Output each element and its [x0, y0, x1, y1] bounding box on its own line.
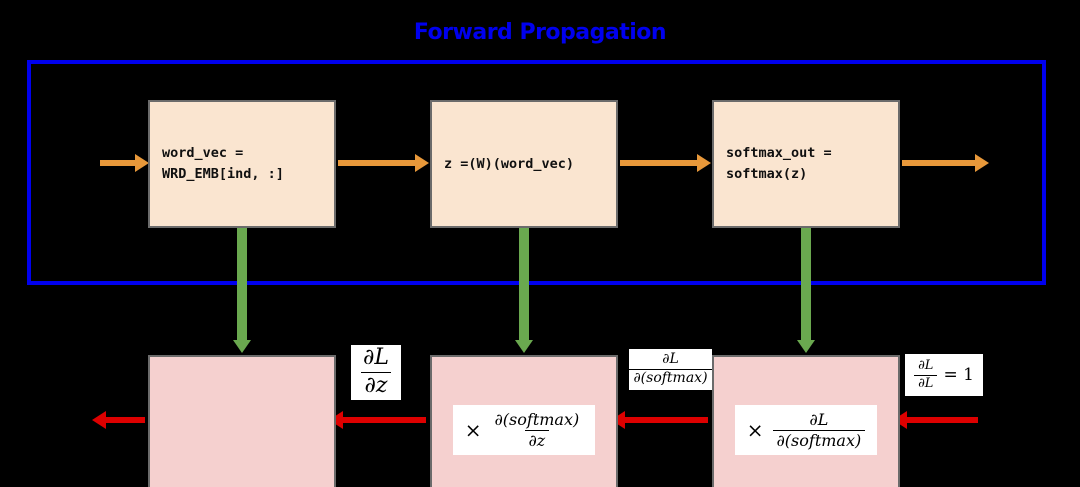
fraction-numerator: ∂L [363, 345, 389, 371]
backward-node-softmax-out[interactable]: × ∂L ∂(softmax) [712, 355, 900, 487]
fraction: ∂L ∂L [914, 357, 938, 392]
code-line-2: WRD_EMB[ind, :] [162, 166, 284, 182]
multiply-symbol: × [464, 418, 482, 442]
arrow-shaft [338, 160, 416, 166]
forward-propagation-frame [27, 60, 1046, 285]
fraction-denominator: ∂(softmax) [629, 369, 712, 387]
arrow-shaft [620, 160, 698, 166]
fraction-numerator: ∂(softmax) [494, 409, 580, 429]
backward-node-expression: × ∂L ∂(softmax) [734, 404, 878, 456]
fraction-denominator: ∂L [914, 374, 938, 392]
backward-node-z[interactable]: × ∂(softmax) ∂z [430, 355, 618, 487]
arrow-head [697, 154, 711, 172]
arrow-head [135, 154, 149, 172]
forward-arrow-2-to-3 [620, 154, 711, 172]
code-line-1: softmax_out = [726, 145, 832, 162]
code-line-1: z =(W)(word_vec) [444, 155, 575, 172]
forward-node-word-vec[interactable]: word_vec = WRD_EMB[ind, :] [148, 100, 336, 228]
fraction: ∂L ∂z [359, 346, 393, 398]
connector-node-1 [233, 228, 251, 353]
arrow-head [975, 154, 989, 172]
backward-node-word-vec[interactable] [148, 355, 336, 487]
arrow-shaft [624, 417, 708, 423]
arrow-head [92, 411, 106, 429]
forward-arrow-input [100, 154, 149, 172]
gradient-label-dl-dz: ∂L ∂z [351, 345, 401, 400]
connector-node-3 [797, 228, 815, 353]
forward-arrow-output [902, 154, 989, 172]
fraction-denominator: ∂(softmax) [772, 429, 866, 450]
arrow-shaft [100, 160, 136, 166]
fraction-denominator: ∂z [524, 429, 550, 450]
backward-arrow-2-to-1 [329, 411, 426, 429]
arrow-shaft [519, 228, 529, 342]
code-line-1: word_vec = [162, 145, 244, 162]
arrow-head [797, 340, 815, 353]
arrow-shaft [906, 417, 978, 423]
forward-node-code: z =(W)(word_vec) [444, 154, 574, 175]
fraction-numerator: ∂L [918, 357, 934, 373]
backward-arrow-output [92, 411, 145, 429]
backward-arrow-3-to-2 [611, 411, 708, 429]
backward-arrow-input [893, 411, 978, 429]
fraction-denominator: ∂z [360, 372, 392, 399]
arrow-head [233, 340, 251, 353]
connector-node-2 [515, 228, 533, 353]
arrow-shaft [237, 228, 247, 342]
code-line-2: softmax(z) [726, 166, 808, 182]
arrow-shaft [342, 417, 426, 423]
multiply-symbol: × [746, 418, 764, 442]
arrow-shaft [105, 417, 145, 423]
fraction-numerator: ∂L [809, 409, 829, 429]
arrow-head [415, 154, 429, 172]
gradient-label-dl-dsoftmax: ∂L ∂(softmax) [629, 349, 712, 390]
page-title: Forward Propagation [413, 20, 667, 45]
equals-one: = 1 [943, 365, 974, 385]
arrow-shaft [801, 228, 811, 342]
fraction-numerator: ∂L [662, 351, 679, 368]
fraction: ∂L ∂(softmax) [772, 409, 866, 450]
backward-node-expression: × ∂(softmax) ∂z [452, 404, 596, 456]
forward-node-code: word_vec = WRD_EMB[ind, :] [162, 143, 284, 185]
forward-arrow-1-to-2 [338, 154, 429, 172]
arrow-head [515, 340, 533, 353]
arrow-shaft [902, 160, 976, 166]
fraction: ∂L ∂(softmax) [629, 351, 712, 387]
forward-node-softmax-out[interactable]: softmax_out = softmax(z) [712, 100, 900, 228]
fraction: ∂(softmax) ∂z [491, 409, 584, 450]
forward-node-z[interactable]: z =(W)(word_vec) [430, 100, 618, 228]
forward-node-code: softmax_out = softmax(z) [726, 143, 832, 185]
gradient-label-dl-dl: ∂L ∂L = 1 [905, 354, 983, 396]
